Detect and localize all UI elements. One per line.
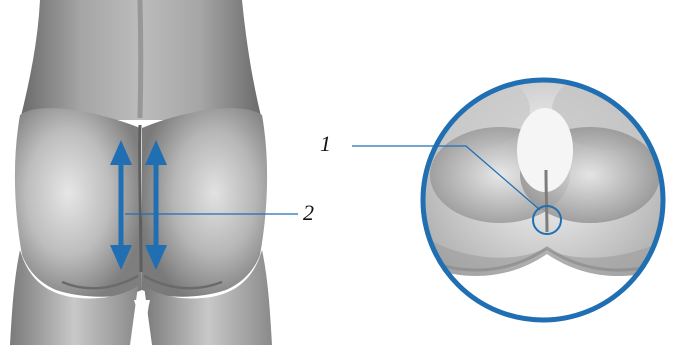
right-buttock bbox=[142, 108, 267, 297]
spine-groove bbox=[140, 0, 141, 118]
thigh-gap bbox=[134, 300, 150, 345]
torso-figure bbox=[10, 0, 272, 345]
callout-label-2: 2 bbox=[303, 202, 314, 224]
callout-label-1: 1 bbox=[320, 133, 331, 155]
gluteal-cleft bbox=[140, 125, 141, 272]
zoom-inset bbox=[410, 70, 672, 330]
